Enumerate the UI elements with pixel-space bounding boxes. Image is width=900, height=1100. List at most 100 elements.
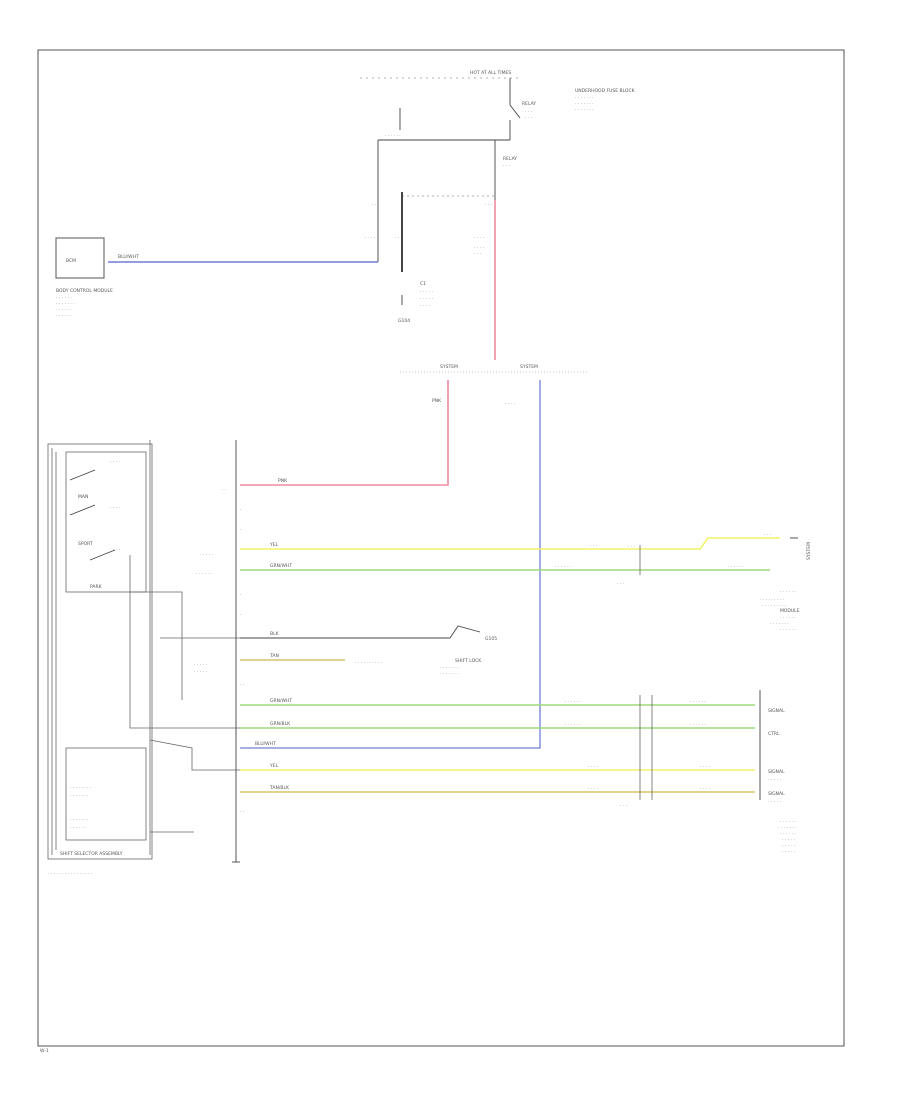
- transmission-sub-f: . . . . . .: [780, 627, 796, 632]
- ground-1-label: G104: [398, 318, 410, 324]
- switch-wire-1: [130, 591, 183, 700]
- right-module-f: . . . . .: [782, 849, 795, 854]
- yellow-upper-tag: . . .: [590, 543, 597, 548]
- pin-7: .: [240, 612, 241, 617]
- switch-group-box: [65, 451, 147, 593]
- pin-e: . . . .: [474, 235, 484, 240]
- sensor-label-c: . . . . . . .: [70, 817, 89, 822]
- right-module-a: . . . . . .: [780, 819, 796, 824]
- body-control-module-box[interactable]: [55, 237, 105, 279]
- module-label: BODY CONTROL MODULE: [56, 288, 113, 294]
- splice-s1: . . .: [628, 544, 635, 549]
- splice-s2: . . .: [617, 581, 624, 586]
- switch-assembly-outline: [47, 443, 153, 860]
- pin-f: . . . .: [474, 245, 484, 250]
- right-module-d: . . . . .: [782, 837, 795, 842]
- module-sub-d: . . . . . .: [56, 313, 72, 318]
- shift-lock-sub-a: . . . . . . .: [440, 665, 459, 670]
- relay-contact: [509, 78, 521, 119]
- transmission-sub-b: . . . . . . . . .: [760, 597, 784, 602]
- switch-3[interactable]: [89, 549, 116, 561]
- pin-11: . .: [240, 809, 244, 814]
- shift-lock-switch[interactable]: [449, 625, 481, 639]
- lower-tag-4: . . . .: [588, 786, 598, 791]
- pin-6: .: [240, 592, 241, 597]
- right-module-b: . . . . . . .: [778, 825, 797, 830]
- fuse-block-sub-2: . . . . . . .: [575, 101, 594, 106]
- wire-green-upper-label: GRN/WHT: [270, 563, 292, 569]
- switch-1[interactable]: [69, 469, 96, 481]
- lower-tag-7: . . . .: [700, 764, 710, 769]
- fuse-block-sub-3: . . . . . . .: [575, 107, 594, 112]
- right-label-3: SIGNAL: [768, 769, 785, 775]
- lower-tag-2: . . . . . .: [565, 722, 581, 727]
- blue-lower-tag: . . . .: [505, 401, 515, 406]
- wire-blue-top-label: BLU/WHT: [118, 254, 139, 260]
- switch-2[interactable]: [69, 504, 96, 516]
- right-module-c: . . . . . .: [780, 831, 796, 836]
- lower-tag-5: . . . . . .: [690, 699, 706, 704]
- pin-1: . .: [222, 487, 226, 492]
- page-id: W-1: [40, 1048, 49, 1054]
- relay-label: RELAY: [522, 101, 536, 107]
- wire-red-vertical-label: PNK: [432, 398, 442, 404]
- transmission-sub-d: . . . . . .: [780, 615, 796, 620]
- pin-g: . . .: [474, 251, 481, 256]
- tan-middle-end: . . . . . . . . . .: [355, 660, 382, 665]
- switch-2-tag: . . . .: [110, 505, 120, 510]
- wire-tan-lower-label: TAN/BLK: [269, 785, 290, 791]
- pin-2: .: [240, 507, 241, 512]
- ground-sub-c: . . . .: [420, 303, 430, 308]
- green-upper-end: . . . . . .: [728, 564, 744, 569]
- relay-contact-sub: . . .: [503, 163, 510, 168]
- switch-2-label: SPORT: [78, 541, 93, 547]
- pin-d: . .: [395, 235, 399, 240]
- system-2-label: SYSTEM: [520, 364, 538, 370]
- fuse-block-sub-1: . . . . . . .: [575, 95, 594, 100]
- wire-blue-lower: [240, 380, 541, 749]
- pin-8: . . . . .: [194, 662, 207, 667]
- underhood-fuse-block-label: UNDERHOOD FUSE BLOCK: [575, 88, 636, 94]
- right-label-4: SIGNAL: [768, 791, 785, 797]
- module-sub-c: . . . . . .: [56, 307, 72, 312]
- relay-sub-a: . . .: [525, 109, 532, 114]
- relay-sub-b: . . .: [525, 115, 532, 120]
- relay-bus-text: . . . . . .: [385, 133, 401, 138]
- sensor-label-a: . . . . . . . .: [70, 785, 91, 790]
- system-1-label: SYSTEM: [440, 364, 458, 370]
- pin-10: . .: [240, 682, 244, 687]
- other-system-1-label: SYSTEM: [806, 542, 812, 560]
- right-label-1: SIGNAL: [768, 708, 785, 714]
- hot-at-all-times-label: HOT AT ALL TIMES: [470, 70, 511, 76]
- switch-1-label: MAN: [78, 494, 88, 500]
- pin-3: .: [240, 527, 241, 532]
- wire-yellow-upper: [240, 537, 780, 550]
- lower-tag-8: . . . .: [700, 786, 710, 791]
- lower-tag-6: . . . . . .: [690, 722, 706, 727]
- diagram-frame: [37, 49, 845, 1047]
- ground-ref: C1: [420, 281, 426, 287]
- wire-black-middle-label: BLK: [270, 631, 280, 637]
- ground-sub-a: . . . . .: [420, 289, 433, 294]
- switch-3-tag: . . . .: [110, 547, 120, 552]
- shift-lock-sub-b: . . . . . . .: [440, 671, 459, 676]
- transmission-sub-a: . . . . . .: [780, 589, 796, 594]
- footer-note: DIAGRAM: [420, 1088, 441, 1094]
- right-module-e: . . . . .: [782, 843, 795, 848]
- pin-4: . . . . .: [200, 552, 213, 557]
- wire-blue-lower-label: BLU/WHT: [255, 741, 276, 747]
- switch-wire-2: [129, 555, 240, 729]
- pin-b: . . .: [485, 202, 492, 207]
- transmission-sub-c: . . . . . . . . .: [762, 603, 786, 608]
- wire-tan-middle-label: TAN: [269, 653, 279, 659]
- pin-9: . . . . .: [194, 669, 207, 674]
- right-label-3b: . . . . .: [768, 777, 781, 782]
- lower-tag-3: . . . .: [588, 764, 598, 769]
- wire-yellow-upper-label: YEL: [269, 542, 279, 548]
- lower-tag-1: . . . . . .: [565, 699, 581, 704]
- green-upper-tag: . . . . . .: [555, 564, 571, 569]
- sensor-wire-1: [149, 739, 240, 771]
- module-sub-a: . . . . . .: [56, 295, 72, 300]
- module-box-text: BCM: [66, 258, 76, 264]
